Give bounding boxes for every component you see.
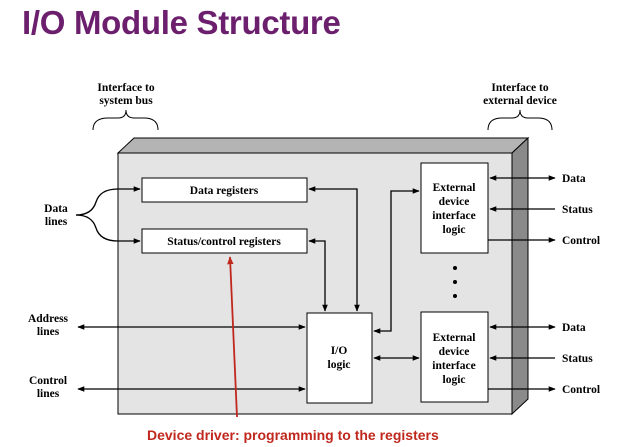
status-control-registers-label: Status/control registers — [167, 236, 281, 248]
data-registers-to-io-logic — [308, 186, 360, 312]
ext-logic-bottom-line4: logic — [443, 374, 466, 386]
ext-logic-bottom-line3: interface — [432, 360, 475, 372]
external-device-brace — [487, 109, 553, 131]
data-lines-brace-arrow-top — [75, 186, 141, 216]
module-top-face — [116, 137, 530, 154]
ext-top-control-label: Control — [562, 235, 600, 247]
label-interface-system-bus: Interface to — [97, 82, 154, 94]
device-driver-arrow — [227, 256, 238, 418]
data-lines-brace-arrow-bottom — [75, 214, 141, 244]
ext-logic-top-line4: logic — [443, 224, 466, 236]
ellipsis-dot-3 — [453, 294, 457, 298]
io-logic-label-2: logic — [328, 359, 351, 371]
slide-title: I/O Module Structure — [22, 4, 341, 41]
label-data-lines: Data — [44, 203, 68, 215]
label-control-lines: Control — [29, 375, 67, 387]
ext-interface-logic-bottom-box — [420, 311, 489, 403]
ext-interface-logic-top-box — [420, 162, 489, 254]
label-address-lines: Address — [28, 313, 69, 325]
status-registers-to-io-logic — [308, 238, 328, 312]
ext-bottom-data-label: Data — [562, 322, 586, 334]
data-registers-box — [141, 177, 308, 203]
io-logic-box — [306, 312, 373, 404]
ext-logic-bottom-line2: device — [439, 346, 470, 358]
label-address-lines-2: lines — [37, 326, 60, 338]
ext-logic-top-line1: External — [433, 182, 476, 194]
module-side-face — [511, 136, 529, 416]
io-logic-label: I/O — [331, 345, 348, 357]
io-logic-to-ext-top — [373, 188, 420, 334]
ext-logic-top-line2: device — [439, 196, 470, 208]
system-bus-brace — [92, 109, 159, 131]
label-control-lines-2: lines — [37, 388, 60, 400]
ext-logic-top-line3: interface — [432, 210, 475, 222]
ellipsis-dot-2 — [453, 280, 457, 284]
ext-bottom-status-label: Status — [562, 353, 593, 365]
data-registers-label: Data registers — [190, 185, 259, 197]
label-interface-external-2: external device — [483, 95, 557, 107]
ext-logic-bottom-line1: External — [433, 332, 476, 344]
label-interface-external: Interface to — [491, 82, 548, 94]
label-data-lines-2: lines — [45, 216, 68, 228]
ext-top-status-label: Status — [562, 204, 593, 216]
ellipsis-dot-1 — [453, 266, 457, 270]
ext-bottom-control-label: Control — [562, 384, 600, 396]
device-driver-annotation: Device driver: programming to the regist… — [147, 427, 439, 443]
status-control-registers-box — [141, 228, 308, 254]
ext-top-data-label: Data — [562, 173, 586, 185]
label-interface-system-bus-2: system bus — [99, 95, 153, 107]
